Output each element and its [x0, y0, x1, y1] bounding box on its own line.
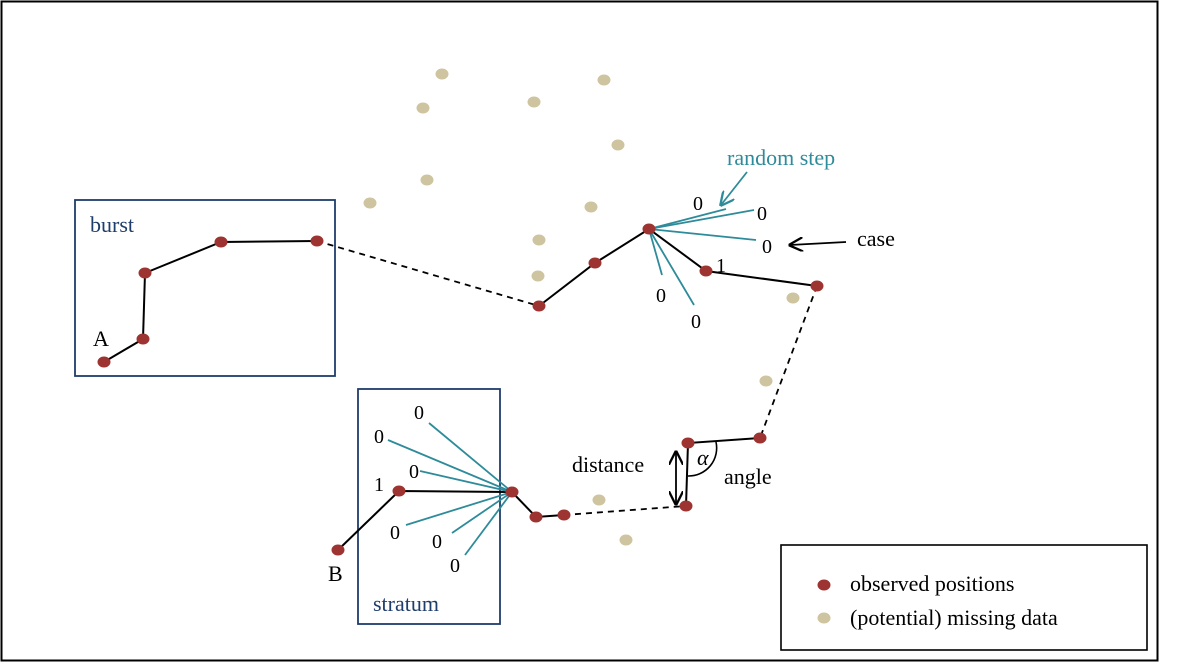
- zero-indicator: 0: [693, 193, 703, 215]
- one-indicator: 1: [716, 255, 726, 277]
- observed-point: [505, 486, 519, 498]
- angle-arc: [687, 441, 718, 477]
- legend-observed-label: observed positions: [850, 571, 1014, 596]
- observed-point: [810, 280, 824, 292]
- legend-observed-marker: [817, 579, 831, 591]
- missing-point: [597, 74, 611, 86]
- zero-indicator: 0: [374, 426, 384, 448]
- legend-missing-label: (potential) missing data: [850, 605, 1058, 630]
- missing-point: [363, 197, 377, 209]
- observed-point: [138, 267, 152, 279]
- observed-point: [557, 509, 571, 521]
- observed-point: [588, 257, 602, 269]
- random-step: [405, 491, 513, 526]
- random-step-label: random step: [727, 145, 835, 170]
- random-step: [428, 422, 513, 493]
- burst-label: burst: [90, 212, 134, 237]
- random-step: [648, 228, 695, 306]
- observed-point: [214, 236, 228, 248]
- case-arrow: [790, 242, 847, 245]
- distance-label: distance: [572, 452, 644, 477]
- gap-line-2: [759, 285, 818, 439]
- missing-point: [584, 201, 598, 213]
- alpha-symbol: α: [697, 445, 709, 470]
- gap-track: [316, 240, 818, 516]
- random-step: [419, 470, 513, 493]
- zero-indicator: 0: [450, 555, 460, 577]
- gap-line-1: [316, 240, 540, 307]
- observed-point: [679, 500, 693, 512]
- gap-line-3: [563, 505, 687, 516]
- random-step: [451, 491, 513, 534]
- observed-point: [681, 437, 695, 449]
- random-step: [387, 439, 513, 493]
- zero-indicator: 0: [762, 236, 772, 258]
- track-middle: [538, 227, 818, 307]
- zero-indicator: 0: [757, 203, 767, 225]
- burst-box: [74, 199, 336, 377]
- legend-box: [780, 544, 1148, 651]
- missing-point: [611, 139, 625, 151]
- missing-points: [363, 68, 800, 546]
- track-burst: [103, 240, 318, 363]
- stratum-label: stratum: [373, 591, 439, 616]
- zero-indicator: 0: [691, 311, 701, 333]
- random-steps-lower: [387, 422, 513, 556]
- track-stratum: [337, 489, 565, 551]
- case-label: case: [857, 226, 895, 251]
- outer-frame: [0, 0, 1159, 662]
- label-B: B: [328, 561, 343, 586]
- missing-point: [619, 534, 633, 546]
- random-step: [464, 491, 513, 556]
- missing-point: [532, 234, 546, 246]
- observed-point: [699, 265, 713, 277]
- one-indicator: 1: [374, 474, 384, 496]
- zero-indicator: 0: [656, 285, 666, 307]
- observed-point: [310, 235, 324, 247]
- random-step-arrow: [721, 171, 748, 205]
- observed-point: [753, 432, 767, 444]
- missing-point: [416, 102, 430, 114]
- observed-point: [331, 544, 345, 556]
- observed-point: [529, 511, 543, 523]
- label-A: A: [93, 326, 109, 351]
- missing-point: [527, 96, 541, 108]
- stratum-box: [357, 388, 501, 625]
- angle-label: angle: [724, 464, 772, 489]
- random-step: [648, 228, 757, 241]
- zero-indicator: 0: [414, 402, 424, 424]
- missing-point: [592, 494, 606, 506]
- zero-indicator: 0: [432, 531, 442, 553]
- observed-point: [392, 485, 406, 497]
- random-step: [648, 209, 755, 230]
- observed-point: [136, 333, 150, 345]
- random-step: [648, 208, 727, 230]
- observed-points: [97, 223, 824, 556]
- zero-indicator: 0: [390, 522, 400, 544]
- missing-point: [435, 68, 449, 80]
- observed-point: [532, 300, 546, 312]
- random-step: [648, 228, 663, 276]
- observed-point: [642, 223, 656, 235]
- legend-missing-marker: [817, 612, 831, 624]
- observed-point: [97, 356, 111, 368]
- missing-point: [531, 270, 545, 282]
- missing-point: [759, 375, 773, 387]
- zero-indicator: 0: [409, 461, 419, 483]
- missing-point: [786, 292, 800, 304]
- legend: observed positions (potential) missing d…: [780, 544, 1148, 651]
- random-steps-upper: [648, 208, 757, 306]
- missing-point: [420, 174, 434, 186]
